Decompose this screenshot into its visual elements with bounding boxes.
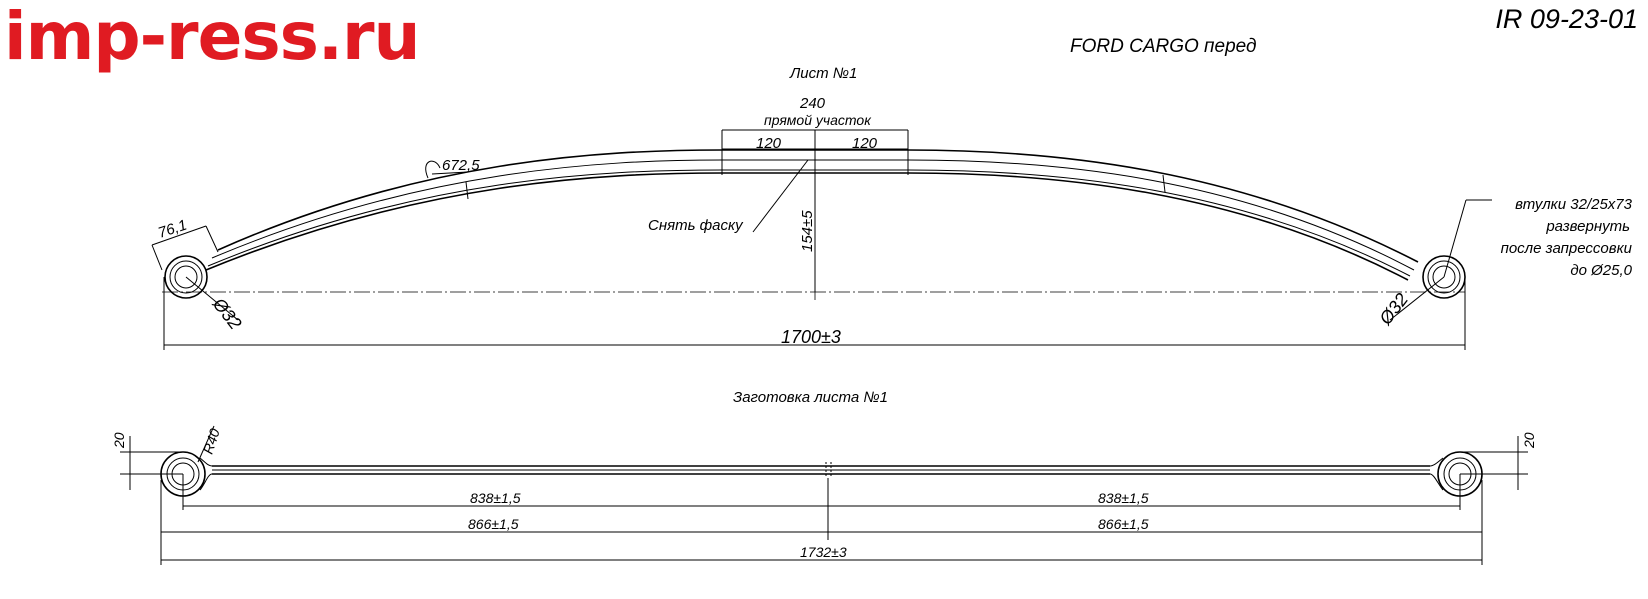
radius-leader <box>431 171 469 175</box>
chamfer-note: Снять фаску <box>648 217 744 234</box>
outer-half-right: 866±1,5 <box>1098 516 1149 532</box>
blank-view: Заготовка листа №1 20 2 <box>111 389 1537 565</box>
straight-right-dim: 120 <box>852 135 878 152</box>
blank-view-label: Заготовка листа №1 <box>733 389 888 406</box>
straight-left-dim: 120 <box>756 135 782 152</box>
blank-overall-length: 1732±3 <box>800 544 847 560</box>
radius-dim: 672,5 <box>442 157 480 174</box>
bushing-leader <box>1443 199 1467 278</box>
straight-section-label: прямой участок <box>764 112 872 128</box>
eye-offset-dim: 76,1 <box>156 217 189 242</box>
outer-half-left: 866±1,5 <box>468 516 519 532</box>
radius-arc-mark <box>425 160 441 179</box>
bushing-note-line-1: втулки 32/25х73 <box>1515 196 1633 213</box>
overall-length-dim: 1700±3 <box>781 327 841 347</box>
inner-half-right: 838±1,5 <box>1098 490 1149 506</box>
leaf-outer-edge <box>217 149 1419 263</box>
drawing-title: FORD CARGO перед <box>1070 36 1257 57</box>
inner-half-left: 838±1,5 <box>470 490 521 506</box>
eye-offset-ext-right <box>205 225 219 253</box>
bend-radius: R40 <box>200 426 223 456</box>
bushing-note-line-4: до Ø25,0 <box>1570 262 1632 279</box>
bushing-note-line-2: развернуть <box>1545 218 1630 235</box>
bend-radius-leader <box>197 425 215 463</box>
eye-offset-ext-left <box>151 244 163 271</box>
site-logo: imp-ress.ru <box>4 0 421 75</box>
leaf-tick <box>1162 174 1166 193</box>
leaf-view: Лист №1 240 прямой уча <box>151 65 1633 350</box>
chamfer-leader <box>752 159 809 233</box>
bushing-note-line-3: после запрессовки <box>1501 240 1633 257</box>
eye-diameter-right: Ø32 <box>1375 289 1412 329</box>
right-end-offset: 20 <box>1521 432 1537 449</box>
leaf-view-label: Лист №1 <box>789 65 857 82</box>
document-id: IR 09-23-01 <box>1495 4 1638 34</box>
left-end-offset: 20 <box>111 432 127 449</box>
right-eye <box>1389 255 1466 321</box>
left-eye <box>164 255 239 321</box>
eye-diameter-left: Ø32 <box>208 293 245 333</box>
straight-total-dim: 240 <box>799 95 826 112</box>
arch-height-dim: 154±5 <box>799 210 816 252</box>
leaf-tick <box>465 181 469 200</box>
eye-offset-dim-line <box>151 225 207 246</box>
